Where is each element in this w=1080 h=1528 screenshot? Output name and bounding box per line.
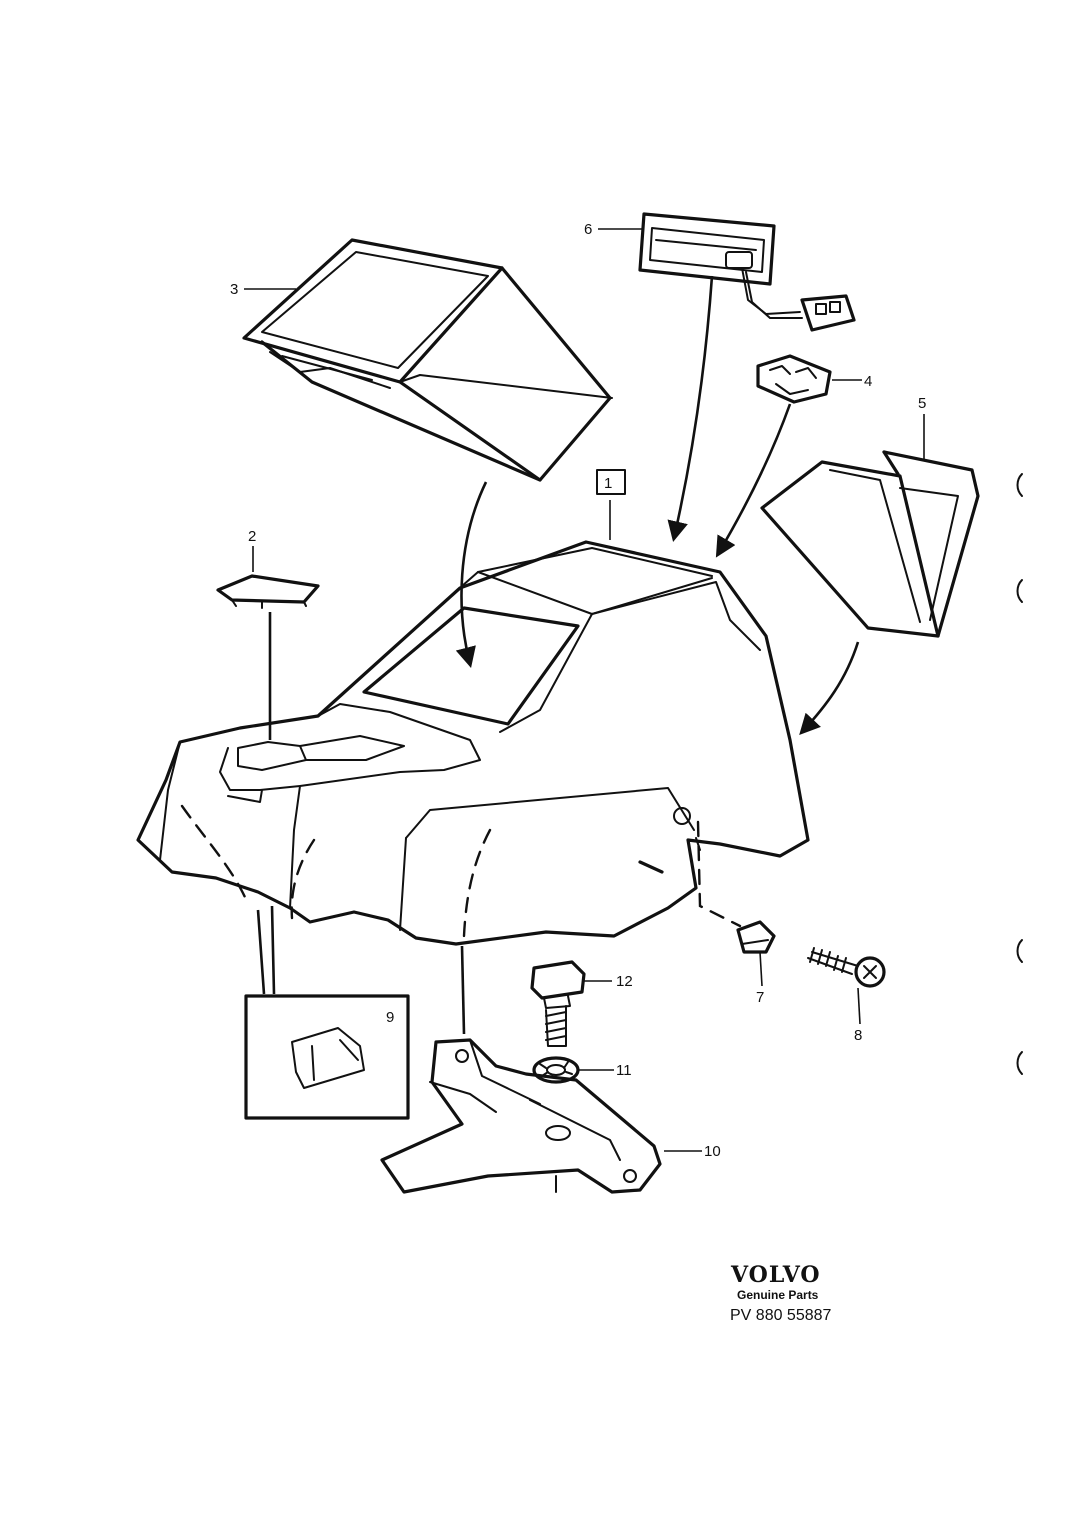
part-8-screw (807, 947, 886, 988)
brand-logo: VOLVO (730, 1262, 821, 1288)
part-9-clip-inset (244, 994, 410, 1120)
callout-5: 5 (918, 395, 926, 412)
brand-block: VOLVO Genuine Parts PV 880 55887 (730, 1262, 832, 1324)
callout-9: 9 (386, 1009, 394, 1026)
part-12-bolt (530, 960, 586, 1047)
part-10-bracket (380, 1038, 662, 1194)
part-4-connector-clip (756, 354, 832, 404)
callout-1-box (596, 469, 626, 540)
assembly-arrows (256, 275, 860, 1035)
part-6-switch-panel (638, 212, 856, 332)
callout-4: 4 (864, 373, 872, 390)
callout-8: 8 (854, 1027, 862, 1044)
margin-marks (1016, 473, 1023, 1075)
callout-12: 12 (616, 973, 633, 990)
brand-tagline: Genuine Parts (737, 1288, 819, 1302)
callout-6: 6 (584, 221, 592, 238)
part-5-side-tray (760, 450, 980, 638)
part-3-storage-box (242, 238, 613, 482)
part-7-clip-nut (736, 920, 776, 954)
part-2-cover-plate (216, 546, 320, 609)
callout-1: 1 (604, 475, 612, 492)
leader-lines (244, 228, 925, 1152)
callout-3: 3 (230, 281, 238, 298)
part-number: PV 880 55887 (730, 1307, 832, 1324)
callout-11: 11 (616, 1062, 632, 1079)
callout-10: 10 (704, 1143, 721, 1160)
callout-2: 2 (248, 528, 256, 545)
callout-7: 7 (756, 989, 764, 1006)
callout-labels: 1 2 3 4 5 6 7 8 9 10 11 12 (230, 221, 926, 1160)
part-1-center-console (136, 540, 810, 946)
